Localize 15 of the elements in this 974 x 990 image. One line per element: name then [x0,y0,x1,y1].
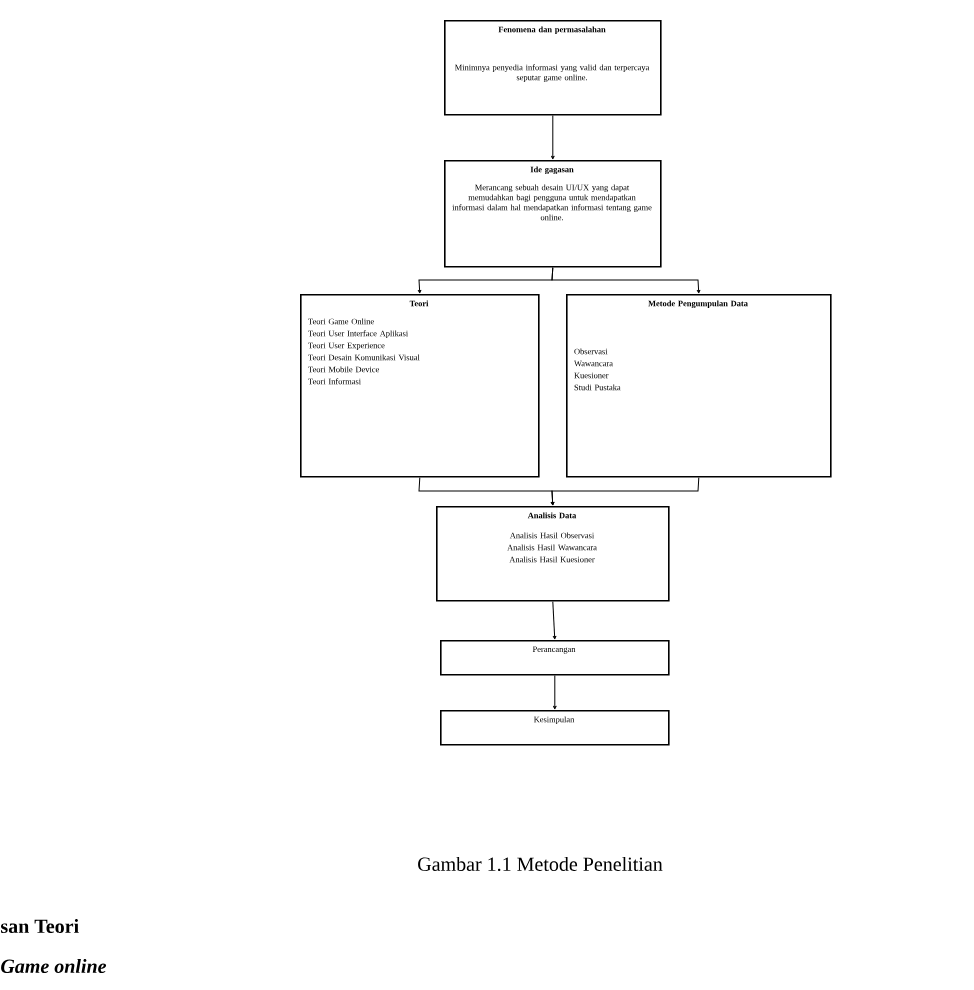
process-box [566,294,832,478]
heading-text: Game online [1,958,107,974]
arrow [550,115,555,160]
process-box [440,710,670,746]
arrow [551,267,701,294]
process-box [444,20,662,116]
arrow [550,477,700,506]
process-box [300,294,540,478]
arrow [552,675,557,710]
heading-text: san Teori [1,918,79,934]
process-box [444,160,662,268]
arrow [552,601,557,640]
process-box [436,506,670,602]
process-box [440,640,670,676]
caption: Gambar 1.1 Metode Penelitian [418,856,663,872]
